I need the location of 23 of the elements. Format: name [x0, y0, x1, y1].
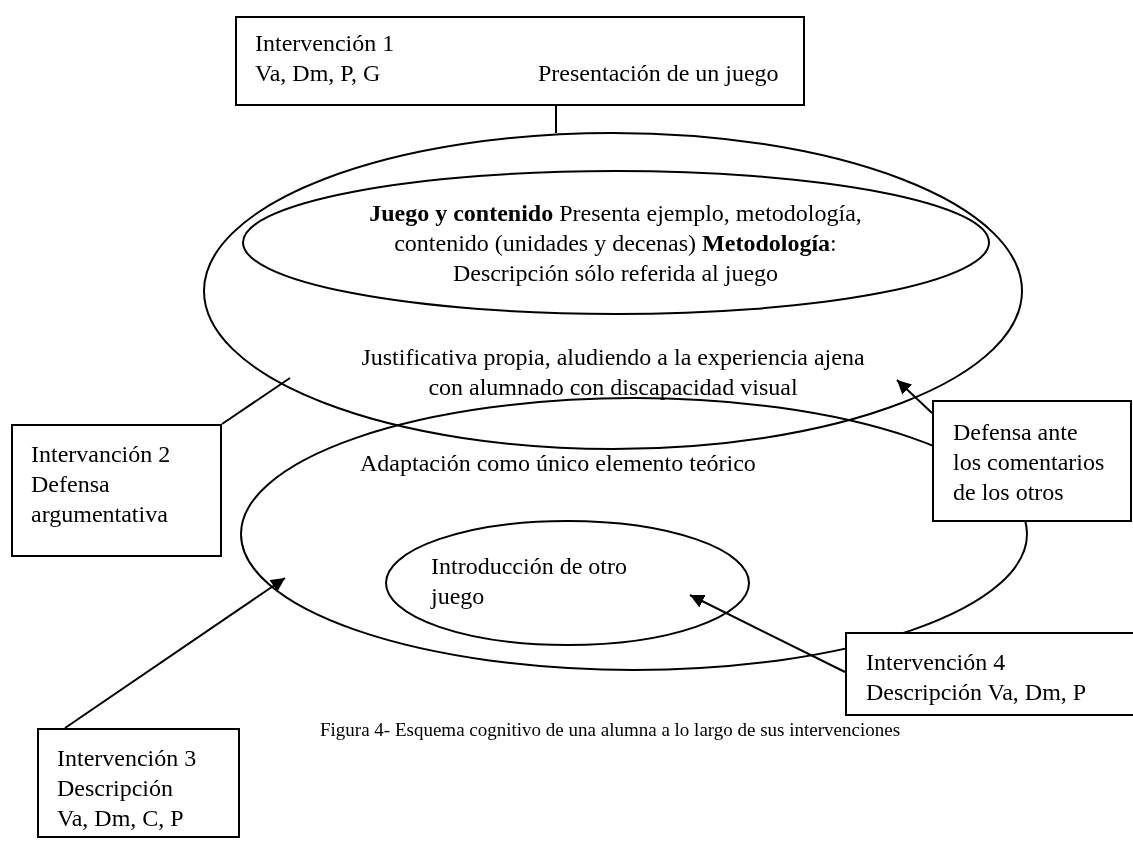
box-text: Defensa ante los comentarios de los otros — [953, 418, 1106, 507]
text-box — [235, 16, 805, 106]
arrow — [689, 594, 846, 673]
box-text: Intervención 3 Descripción Va, Dm, C, P — [57, 744, 198, 833]
ellipse-text: Introducción de otro juego — [431, 552, 628, 611]
box-text: Presentación de un juego — [538, 59, 780, 88]
ellipse-text: Juego y contenido Presenta ejemplo, metodología, contenido (unidades y decenas) Metodología: Descripción sólo referida al juego — [368, 199, 863, 288]
arrow — [896, 379, 933, 414]
text-box — [932, 400, 1132, 522]
box-text: Intervención 1 Va, Dm, P, G — [255, 29, 396, 88]
text-box — [37, 728, 240, 838]
box-text: Intervención 4 Descripción Va, Dm, P — [866, 648, 1088, 707]
ellipse-text: Justificativa propia, aludiendo a la experiencia ajena con alumnado con discapacidad visual — [360, 343, 866, 402]
box-text: Intervanción 2 Defensa argumentativa — [31, 440, 172, 529]
connector-line — [555, 105, 557, 134]
ellipse-text: Adaptación como único elemento teórico — [360, 449, 757, 478]
concept-ellipse — [385, 520, 750, 646]
figure-caption: Figura 4- Esquema cognitivo de una alumna a lo largo de sus intervenciones — [320, 718, 901, 742]
concept-ellipse — [242, 170, 990, 315]
text-box — [11, 424, 222, 557]
arrow — [64, 577, 286, 729]
connector-line — [221, 377, 291, 425]
text-box — [845, 632, 1133, 716]
